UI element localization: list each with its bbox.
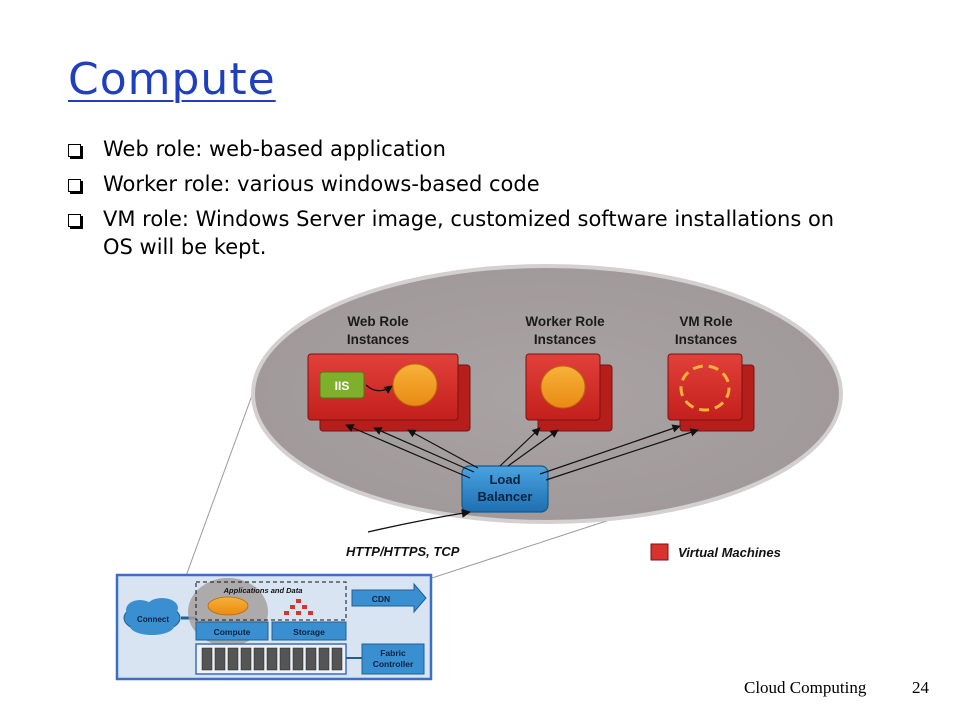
square-bullet-icon <box>68 214 81 227</box>
vm-role-label-2: Instances <box>675 332 737 347</box>
square-bullet-icon <box>68 179 81 192</box>
bullet-item: Worker role: various windows-based code <box>68 167 868 198</box>
zoom-line <box>185 367 263 577</box>
iis-box <box>319 371 365 399</box>
page-number: 24 <box>912 678 929 697</box>
legend-swatch <box>650 543 669 561</box>
routing-arrows <box>345 424 699 481</box>
storage-box <box>271 621 347 641</box>
worker-role-label-2: Instances <box>534 332 596 347</box>
bullet-item: Web role: web-based application <box>68 132 868 163</box>
footer-label: Cloud Computing <box>744 678 867 697</box>
protocol-label: HTTP/HTTPS, TCP <box>346 544 460 559</box>
fabric-controller-box <box>361 643 425 675</box>
incoming-arrow <box>367 508 471 533</box>
load-balancer-box <box>461 465 549 513</box>
iis-label: IIS <box>335 379 350 393</box>
load-balancer-label-2: Balancer <box>478 489 533 504</box>
platform-overview: Connect Applications and Data Compute St… <box>115 573 433 681</box>
legend-label: Virtual Machines <box>678 545 781 560</box>
server-rack-icons <box>201 647 343 671</box>
web-role-vm-stack: IIS <box>307 353 471 432</box>
bullet-list: Web role: web-based application Worker r… <box>68 132 868 261</box>
vm-role-label: VM Role <box>679 314 733 329</box>
compute-label: Compute <box>214 627 251 637</box>
fabric-label: Fabric <box>380 648 406 658</box>
web-role-label: Web Role <box>347 314 409 329</box>
square-bullet-icon <box>68 144 81 157</box>
fabric-label-2: Controller <box>373 659 414 669</box>
worker-role-label: Worker Role <box>525 314 605 329</box>
cdn-arrow <box>351 582 427 614</box>
compute-box <box>195 621 269 641</box>
cdn-label: CDN <box>372 594 390 604</box>
slide-title: Compute <box>68 54 276 105</box>
connect-cloud-icon <box>123 598 181 635</box>
worker-role-vm-stack <box>525 353 613 432</box>
apps-data-label: Applications and Data <box>223 586 303 595</box>
data-blocks-icon <box>284 599 313 615</box>
bullet-item: VM role: Windows Server image, customize… <box>68 202 868 261</box>
connect-label: Connect <box>137 615 169 624</box>
web-role-label-2: Instances <box>347 332 409 347</box>
storage-label: Storage <box>293 627 325 637</box>
vm-role-vm-stack <box>667 353 755 432</box>
load-balancer-label: Load <box>489 472 520 487</box>
